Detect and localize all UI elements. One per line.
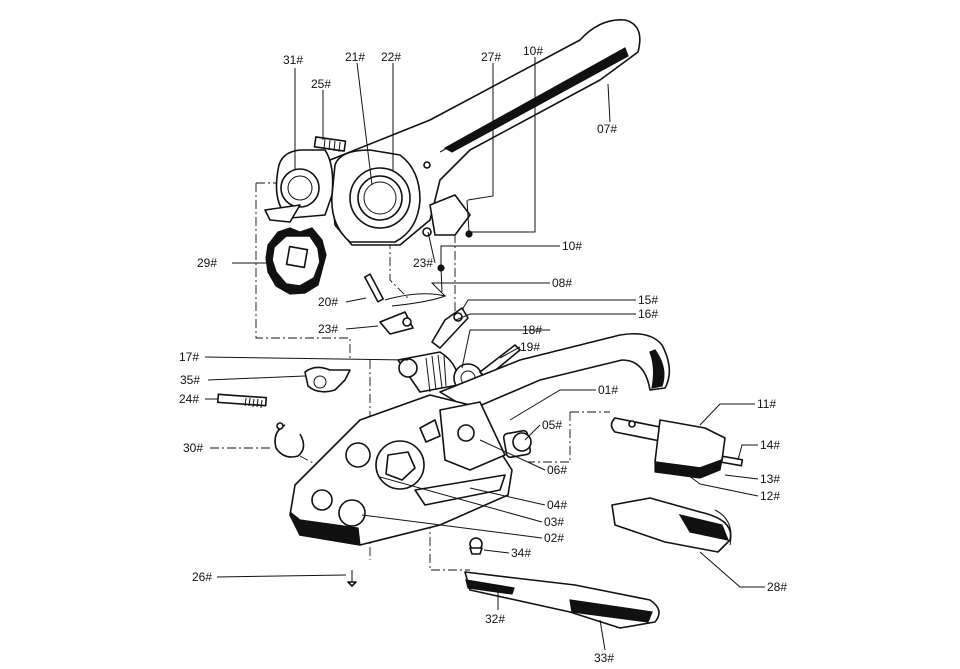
label-29: 29# <box>197 256 217 270</box>
part-labels: 31# 25# 21# 22# 27# 10# 07# 10# 29# 23# … <box>179 44 787 665</box>
label-30: 30# <box>183 441 203 455</box>
label-34: 34# <box>511 546 531 560</box>
label-17: 17# <box>179 350 199 364</box>
label-05: 05# <box>542 418 562 432</box>
label-23-lower: 23# <box>318 322 338 336</box>
label-01: 01# <box>598 383 618 397</box>
label-08: 08# <box>552 276 572 290</box>
label-03: 03# <box>544 515 564 529</box>
label-28: 28# <box>767 580 787 594</box>
cutter-assembly <box>610 417 744 479</box>
label-06: 06# <box>547 463 567 477</box>
label-33: 33# <box>594 651 614 665</box>
ratchet-gear <box>265 227 327 295</box>
label-26: 26# <box>192 570 212 584</box>
label-27: 27# <box>481 50 501 64</box>
label-25: 25# <box>311 77 331 91</box>
label-21: 21# <box>345 50 365 64</box>
side-bearing-block <box>264 149 334 223</box>
label-35: 35# <box>180 373 200 387</box>
knurled-shaft <box>611 497 732 553</box>
label-12: 12# <box>760 489 780 503</box>
label-10-top: 10# <box>523 44 543 58</box>
label-11: 11# <box>757 397 776 411</box>
label-15: 15# <box>638 293 658 307</box>
threaded-stud <box>313 136 347 153</box>
bushings <box>419 419 532 459</box>
base-handle <box>439 332 671 411</box>
label-04: 04# <box>547 498 567 512</box>
spring-and-levers <box>363 273 469 349</box>
label-23-upper: 23# <box>413 256 433 270</box>
main-frame <box>289 394 513 546</box>
rings-and-fasteners <box>216 366 483 587</box>
label-20: 20# <box>318 295 338 309</box>
label-07: 07# <box>597 122 617 136</box>
label-02: 02# <box>544 531 564 545</box>
label-22: 22# <box>381 50 401 64</box>
label-19: 19# <box>520 340 540 354</box>
label-24: 24# <box>179 392 199 406</box>
spindle <box>464 571 660 629</box>
main-bearing-housing <box>331 149 421 243</box>
label-13: 13# <box>760 472 780 486</box>
leader-lines <box>204 57 765 651</box>
label-31: 31# <box>283 53 303 67</box>
label-14: 14# <box>760 438 780 452</box>
label-18: 18# <box>522 323 542 337</box>
label-32: 32# <box>485 612 505 626</box>
label-10-mid: 10# <box>562 239 582 253</box>
label-16: 16# <box>638 307 658 321</box>
